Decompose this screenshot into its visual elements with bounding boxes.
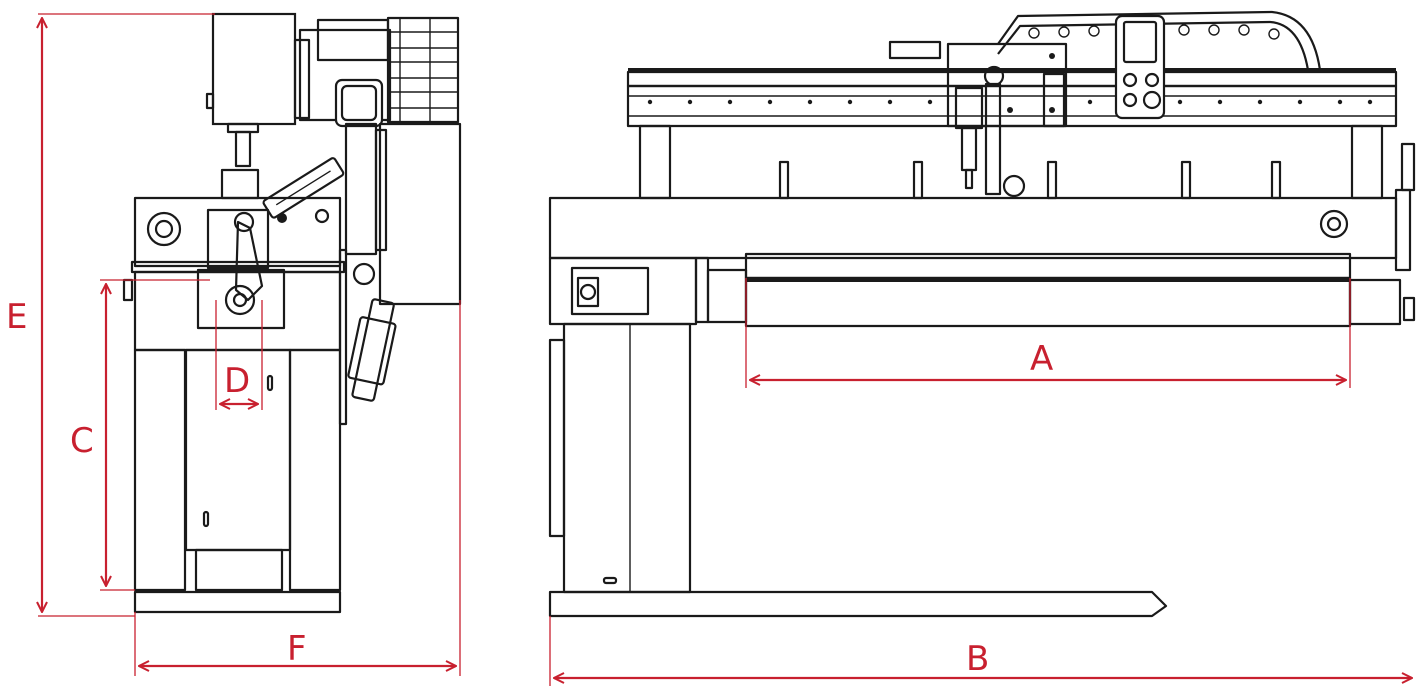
clamp-fingers <box>778 160 1282 200</box>
beam-rivets <box>647 99 1373 105</box>
dimension-e-label: E <box>6 297 27 337</box>
side-view <box>122 12 462 614</box>
chain-links <box>1028 24 1280 40</box>
dimension-d-label: D <box>224 361 250 401</box>
dimension-labels: E C D F A B <box>6 297 1053 679</box>
dimension-a-label: A <box>1030 339 1053 379</box>
dimension-lines <box>38 13 1412 686</box>
dimension-b-label: B <box>966 639 989 679</box>
front-view <box>548 10 1416 618</box>
cable-chain-stack <box>386 16 460 124</box>
dimension-f-label: F <box>287 629 307 669</box>
dimension-c-label: C <box>70 421 94 461</box>
